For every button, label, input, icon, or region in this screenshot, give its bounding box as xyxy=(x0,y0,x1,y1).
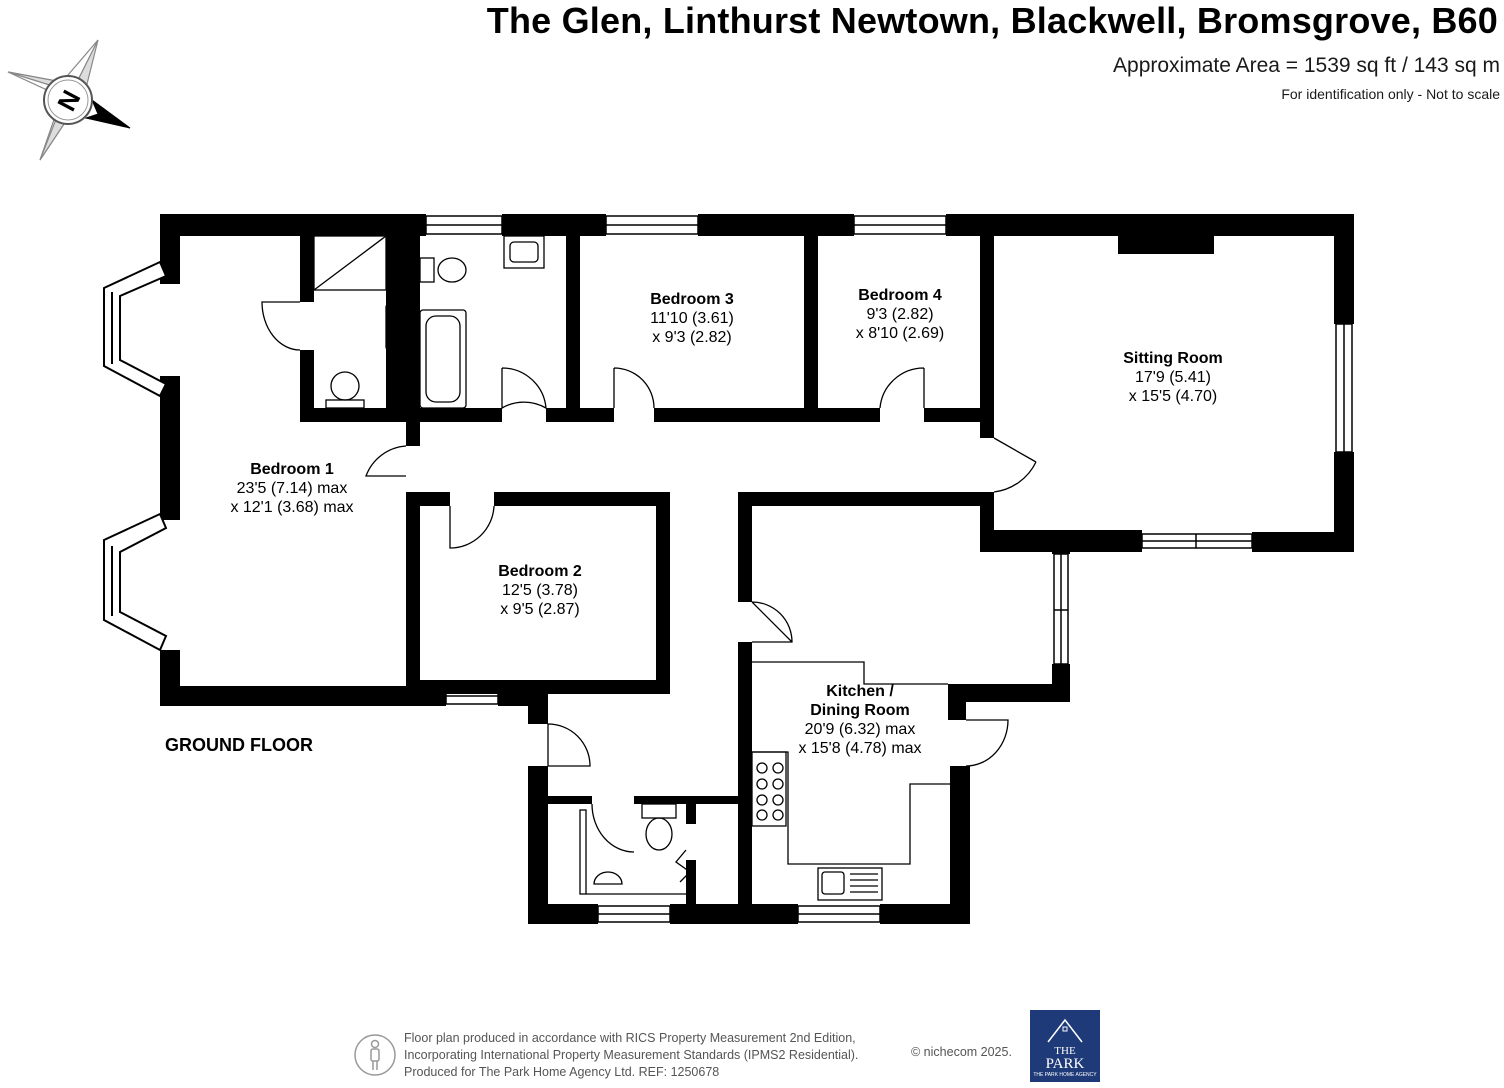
bedroom1-name: Bedroom 1 xyxy=(250,461,334,478)
room-labels: Bedroom 1 23'5 (7.14) max x 12'1 (3.68) … xyxy=(230,287,1222,757)
bedroom3-name: Bedroom 3 xyxy=(650,291,734,308)
bedroom4-dim2: x 8'10 (2.69) xyxy=(856,325,944,342)
footer-line-3: Produced for The Park Home Agency Ltd. R… xyxy=(404,1065,720,1079)
person-icon xyxy=(354,1034,396,1076)
approximate-area: Approximate Area = 1539 sq ft / 143 sq m xyxy=(1113,54,1500,77)
door-swings xyxy=(261,301,1037,853)
logo-line-1: THE xyxy=(1054,1045,1076,1057)
sitting-room-name: Sitting Room xyxy=(1123,350,1223,367)
fixtures xyxy=(313,235,950,901)
bedroom2-dim1: 12'5 (3.78) xyxy=(502,582,578,599)
footer-line-1: Floor plan produced in accordance with R… xyxy=(404,1031,856,1045)
bedroom3-dim2: x 9'3 (2.82) xyxy=(652,329,732,346)
kitchen-name-line1: Kitchen / xyxy=(826,683,894,700)
sitting-room-dim2: x 15'5 (4.70) xyxy=(1129,388,1217,405)
north-compass-icon: N xyxy=(7,39,131,161)
kitchen-dim1: 20'9 (6.32) max xyxy=(805,721,916,738)
bedroom4-name: Bedroom 4 xyxy=(858,287,942,304)
kitchen-name-line2: Dining Room xyxy=(810,702,910,719)
bedroom2-name: Bedroom 2 xyxy=(498,563,582,580)
logo-line-2: PARK xyxy=(1045,1056,1085,1072)
house-icon xyxy=(1047,1018,1083,1043)
footer-notes: Floor plan produced in accordance with R… xyxy=(404,1030,858,1081)
walls xyxy=(160,214,1354,924)
bay-windows xyxy=(103,260,168,652)
windows xyxy=(425,215,1353,923)
bedroom3-dim1: 11'10 (3.61) xyxy=(650,310,734,327)
park-home-agency-logo: THE PARK THE PARK HOME AGENCY xyxy=(1030,1010,1100,1082)
bedroom2-dim2: x 9'5 (2.87) xyxy=(500,601,580,618)
floor-label: GROUND FLOOR xyxy=(165,735,313,755)
bedroom1-dim1: 23'5 (7.14) max xyxy=(237,480,348,497)
bedroom4-dim1: 9'3 (2.82) xyxy=(866,306,933,323)
logo-line-3: THE PARK HOME AGENCY xyxy=(1033,1072,1097,1078)
bedroom1-dim2: x 12'1 (3.68) max xyxy=(230,499,353,516)
footer-line-2: Incorporating International Property Mea… xyxy=(404,1048,859,1062)
kitchen-dim2: x 15'8 (4.78) max xyxy=(798,740,921,757)
page-title: The Glen, Linthurst Newtown, Blackwell, … xyxy=(486,0,1498,41)
sitting-room-dim1: 17'9 (5.41) xyxy=(1135,369,1211,386)
copyright: © nichecom 2025. xyxy=(911,1045,1012,1059)
identification-note: For identification only - Not to scale xyxy=(1281,86,1500,102)
